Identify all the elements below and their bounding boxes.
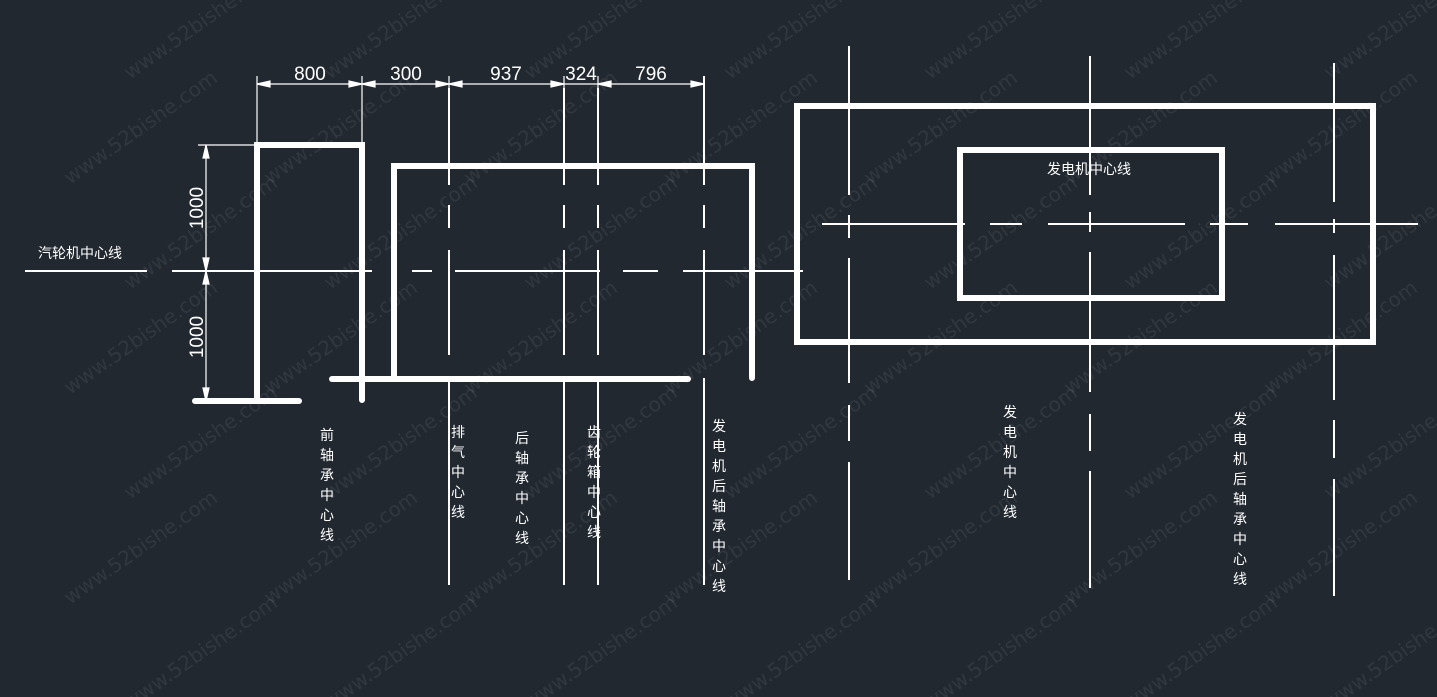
generator-vertical-centerlines: [848, 46, 1335, 596]
watermark-text: www.52bishe.com: [1259, 485, 1422, 609]
dim-796: 796: [635, 64, 667, 85]
rear-bearing-centerline-label: 后轴承中心线: [515, 431, 529, 547]
watermark-text: www.52bishe.com: [119, 590, 282, 697]
dim-1000-lower: 1000: [187, 316, 208, 358]
watermark-text: www.52bishe.com: [319, 590, 482, 697]
exhaust-centerline-label: 排气中心线: [451, 425, 465, 521]
watermark-text: www.52bishe.com: [659, 485, 822, 609]
watermark-text: www.52bishe.com: [1319, 170, 1437, 294]
front-bearing-centerline-label: 前轴承中心线: [320, 427, 334, 544]
watermark-text: www.52bishe.com: [1319, 0, 1437, 84]
dim-1000-upper: 1000: [187, 187, 208, 229]
watermark-text: www.52bishe.com: [1259, 275, 1422, 399]
watermark-text: www.52bishe.com: [1319, 380, 1437, 504]
generator-vertical-centerline-label: 发电机中心线: [1003, 405, 1017, 521]
gearbox-centerline-label: 齿轮箱中心线: [587, 425, 601, 541]
watermark-text: www.52bishe.com: [719, 170, 882, 294]
watermark-text: www.52bishe.com: [519, 170, 682, 294]
watermark-text: www.52bishe.com: [1319, 590, 1437, 697]
watermark-text: www.52bishe.com: [719, 380, 882, 504]
watermark-text: www.52bishe.com: [919, 380, 1082, 504]
watermark-text: www.52bishe.com: [1059, 485, 1222, 609]
generator-centerline-label: 发电机中心线: [1047, 162, 1131, 178]
watermark-text: www.52bishe.com: [259, 485, 422, 609]
watermark-text: www.52bishe.com: [519, 590, 682, 697]
dim-300: 300: [390, 64, 422, 85]
watermark-text: www.52bishe.com: [1119, 170, 1282, 294]
watermark-text: www.52bishe.com: [1119, 380, 1282, 504]
dim-800: 800: [294, 64, 326, 85]
dim-324: 324: [565, 64, 597, 85]
watermark-text: www.52bishe.com: [719, 590, 882, 697]
watermark-text: www.52bishe.com: [859, 275, 1022, 399]
dim-937: 937: [490, 64, 522, 85]
turbine-centerline-label: 汽轮机中心线: [38, 246, 122, 262]
watermark-text: www.52bishe.com: [1259, 65, 1422, 189]
watermark-text: www.52bishe.com: [919, 590, 1082, 697]
watermark-text: www.52bishe.com: [319, 170, 482, 294]
turbine-vertical-centerlines: [448, 76, 705, 585]
watermark-text: www.52bishe.com: [859, 485, 1022, 609]
watermark-text: www.52bishe.com: [859, 65, 1022, 189]
generator-rear-bearing-centerline-label-1: 发电机后轴承中心线: [712, 419, 726, 595]
turbine-casing: [329, 163, 755, 382]
watermark-text: www.52bishe.com: [59, 485, 222, 609]
watermark-text: www.52bishe.com: [59, 65, 222, 189]
front-bearing-pedestal: [192, 142, 365, 404]
watermark-text: www.52bishe.com: [919, 170, 1082, 294]
watermark-text: www.52bishe.com: [1059, 275, 1222, 399]
generator-rear-bearing-centerline-label-2: 发电机后轴承中心线: [1233, 412, 1247, 588]
watermark-text: www.52bishe.com: [1119, 590, 1282, 697]
dimension-lines: [198, 76, 705, 402]
